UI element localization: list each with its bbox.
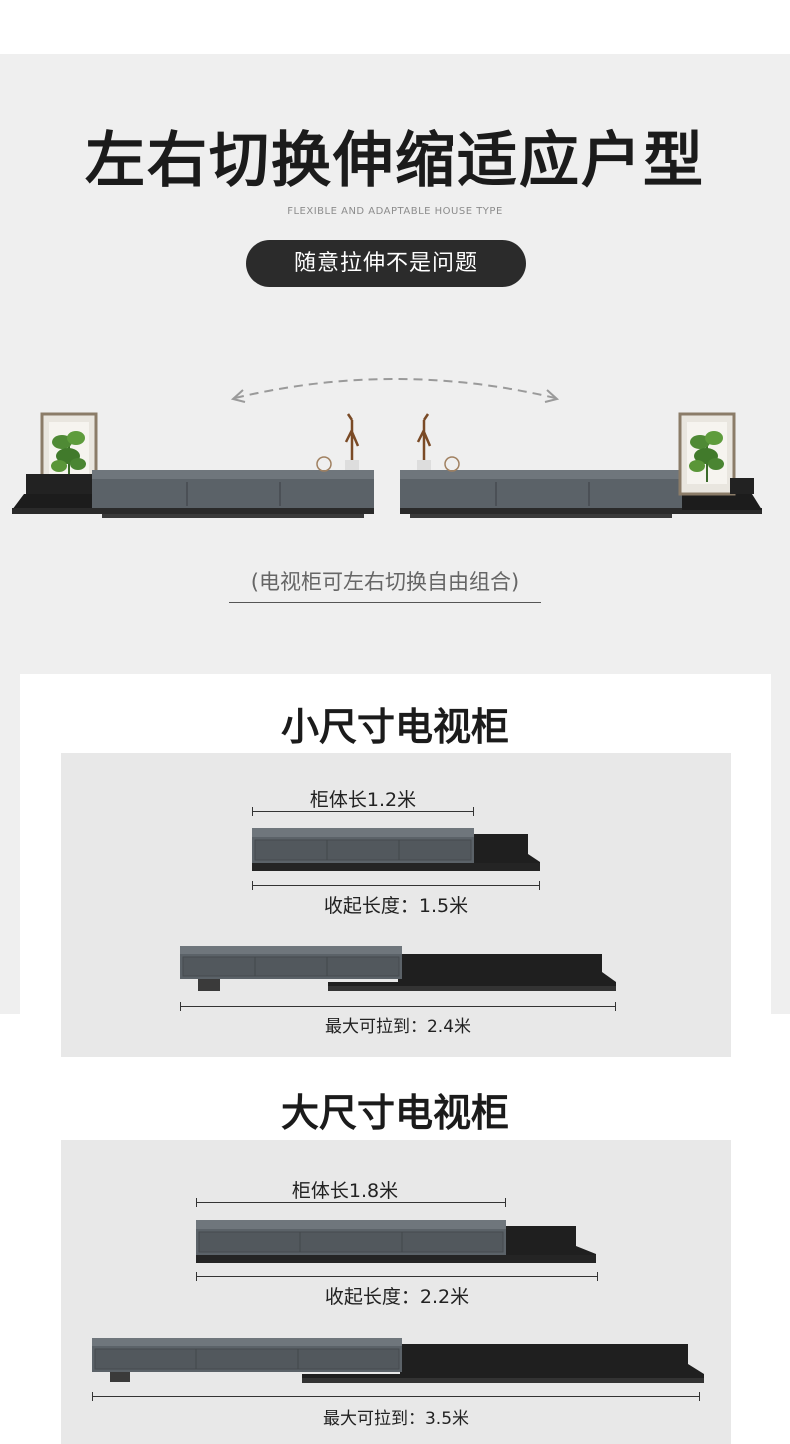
large-body-length-line: [196, 1198, 506, 1207]
large-cabinet-extended-image: [92, 1338, 704, 1383]
large-closed-length-line: [196, 1272, 598, 1281]
tv-cabinet-right-image: [400, 412, 762, 518]
large-closed-length-label: 收起长度：2.2米: [324, 1286, 470, 1308]
small-section-title: 小尺寸电视柜: [280, 705, 509, 749]
page-title: 左右切换伸缩适应户型: [85, 126, 705, 196]
large-max-length-label: 最大可拉到：3.5米: [322, 1409, 470, 1429]
large-body-length-label: 柜体长1.8米: [291, 1180, 399, 1202]
small-max-length-line: [180, 1002, 616, 1011]
small-closed-length-label: 收起长度：1.5米: [323, 895, 469, 917]
small-cabinet-extended-image: [180, 946, 616, 991]
large-diagram-box: [61, 1140, 731, 1444]
large-cabinet-closed-image: [196, 1220, 596, 1263]
large-section-title: 大尺寸电视柜: [280, 1091, 509, 1135]
small-max-length-label: 最大可拉到：2.4米: [324, 1017, 472, 1037]
small-body-length-label: 柜体长1.2米: [309, 789, 417, 811]
tv-cabinet-left-image: [12, 412, 374, 518]
small-closed-length-line: [252, 881, 540, 890]
page-subtitle-english: FLEXIBLE AND ADAPTABLE HOUSE TYPE: [287, 206, 503, 217]
small-cabinet-closed-image: [252, 828, 540, 871]
hero-caption: (电视柜可左右切换自由组合): [229, 566, 541, 603]
swap-arrow-icon: [230, 378, 560, 403]
small-body-length-line: [252, 807, 474, 816]
tagline-badge: 随意拉伸不是问题: [246, 240, 526, 287]
large-max-length-line: [92, 1392, 700, 1401]
